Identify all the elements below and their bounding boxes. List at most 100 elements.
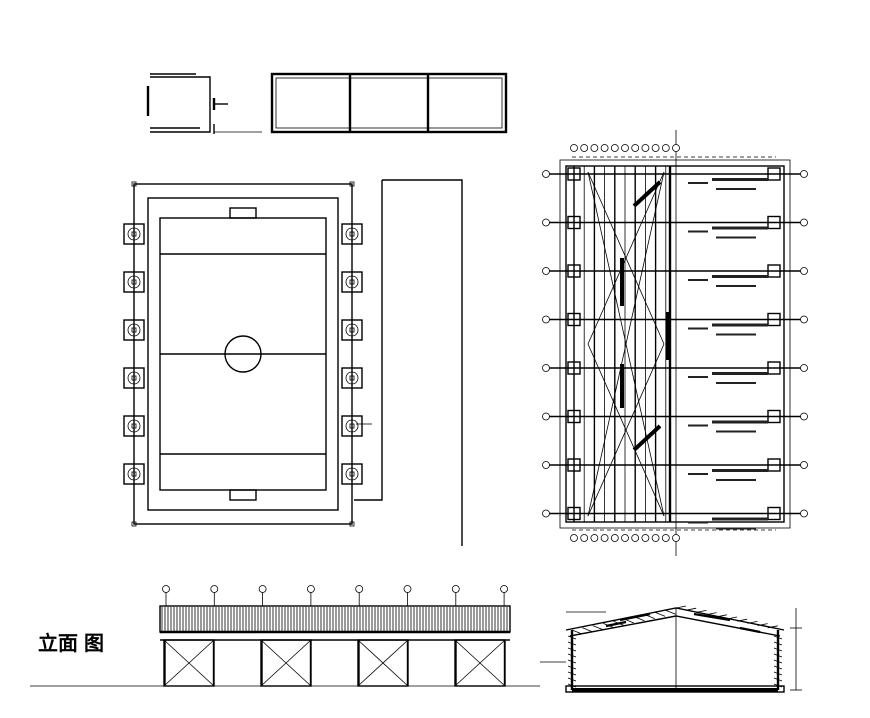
elevation-title-glyph-1: 立面 — [38, 631, 78, 655]
grid-bubble-top — [621, 144, 629, 152]
roof-purlin-label — [716, 188, 756, 190]
roof-column-right — [767, 361, 781, 375]
column-lacing — [567, 671, 577, 676]
roof-purlin-label — [712, 517, 768, 521]
grid-bubble-left — [542, 412, 550, 421]
grid-bubble-right — [800, 412, 808, 421]
column-footing — [341, 223, 363, 245]
truss-web — [655, 612, 666, 617]
grid-bubble-bottom — [631, 534, 640, 542]
column-lacing — [773, 635, 783, 640]
column-lacing — [567, 677, 577, 682]
roof-purlin-label — [716, 382, 756, 384]
elevation-brace — [260, 639, 312, 687]
truss-web — [716, 614, 727, 618]
grid-bubble-left — [542, 267, 550, 275]
grid-bubble-bottom — [621, 534, 629, 542]
roof-column-right — [767, 167, 781, 181]
grid-bubble-top — [590, 144, 599, 152]
roof-purlin-label — [712, 469, 768, 472]
truss-web — [675, 605, 687, 609]
section-view — [540, 605, 802, 693]
roof-column-right — [767, 312, 781, 327]
section-label-bar — [605, 620, 627, 628]
elevation-title: 立面 图 — [38, 631, 104, 655]
column-lacing — [773, 641, 783, 646]
roof-column-right — [767, 458, 781, 472]
column-footing-core — [349, 423, 355, 429]
column-footing — [341, 463, 363, 485]
column-lacing — [773, 671, 783, 676]
grid-bubble-bottom — [580, 534, 589, 542]
roof-purlin-label — [688, 230, 708, 233]
grid-bubble-bottom — [641, 534, 650, 542]
column-footing — [341, 319, 363, 341]
elevation-title-glyph-2: 图 — [84, 631, 104, 655]
column-footing-ring — [345, 371, 359, 385]
grid-bubble-top — [610, 144, 619, 152]
elevation-grid-bubble — [306, 585, 315, 593]
column-lacing — [567, 683, 577, 688]
column-footing-ring — [345, 323, 359, 337]
structural-roof-plan — [542, 130, 808, 556]
elevation-view — [30, 585, 540, 687]
roof-purlin-label — [716, 236, 756, 239]
column-footing — [341, 367, 363, 389]
column-lacing — [773, 653, 783, 658]
grid-bubble-bottom — [651, 534, 660, 542]
roof-purlin-label — [716, 285, 756, 287]
truss-web — [696, 610, 707, 613]
column-footing-ring — [127, 275, 141, 289]
column-footing — [123, 223, 145, 245]
elevation-grid-bubble — [210, 585, 219, 593]
grid-bubble-left — [542, 315, 550, 324]
column-footing — [123, 367, 145, 389]
column-lacing — [773, 659, 783, 664]
column-footing-ring — [345, 275, 359, 289]
column-lacing — [567, 653, 577, 658]
grid-bubble-bottom — [672, 534, 680, 542]
column-footing-core — [349, 327, 355, 333]
column-footing-core — [131, 279, 137, 285]
roof-purlin-label — [716, 527, 756, 530]
top-panel-box — [270, 72, 508, 134]
column-lacing — [567, 659, 577, 664]
grid-bubble-top — [570, 144, 578, 152]
grid-bubble-right — [800, 509, 808, 518]
column-footing-ring — [127, 467, 141, 481]
truss-web — [757, 623, 768, 626]
truss-web — [571, 629, 583, 635]
corner-marker — [131, 521, 137, 527]
column-footing — [341, 271, 363, 293]
elevation-grid-bubble — [355, 585, 364, 593]
elevation-grid-bubble — [162, 585, 170, 593]
roof-purlin-label — [716, 430, 756, 433]
truss-web — [582, 627, 593, 633]
grid-bubble-right — [800, 170, 808, 178]
column-footing — [341, 415, 363, 437]
roof-column-right — [767, 506, 781, 521]
grid-bubble-bottom — [661, 534, 670, 542]
grid-bubble-left — [542, 509, 550, 518]
section-label-bar — [739, 626, 761, 634]
column-footing — [123, 271, 145, 293]
column-footing — [123, 319, 145, 341]
grid-bubble-right — [800, 267, 808, 275]
roof-column-right — [767, 215, 781, 230]
roof-column-right — [767, 264, 781, 278]
grid-bubble-top — [580, 144, 589, 152]
column-footing — [123, 415, 145, 437]
roof-purlin-label — [712, 420, 768, 424]
grid-bubble-bottom — [590, 534, 599, 542]
elevation-brace — [163, 639, 215, 687]
column-footing-ring — [127, 419, 141, 433]
grid-bubble-bottom — [610, 534, 619, 542]
soccer-field-plan — [123, 179, 463, 546]
truss-web — [747, 621, 758, 624]
truss-web — [767, 625, 778, 629]
top-left-detail — [146, 73, 262, 134]
column-footing-ring — [345, 467, 359, 481]
column-footing-core — [131, 423, 137, 429]
roof-purlin-label — [688, 327, 708, 330]
corner-marker — [349, 181, 355, 187]
